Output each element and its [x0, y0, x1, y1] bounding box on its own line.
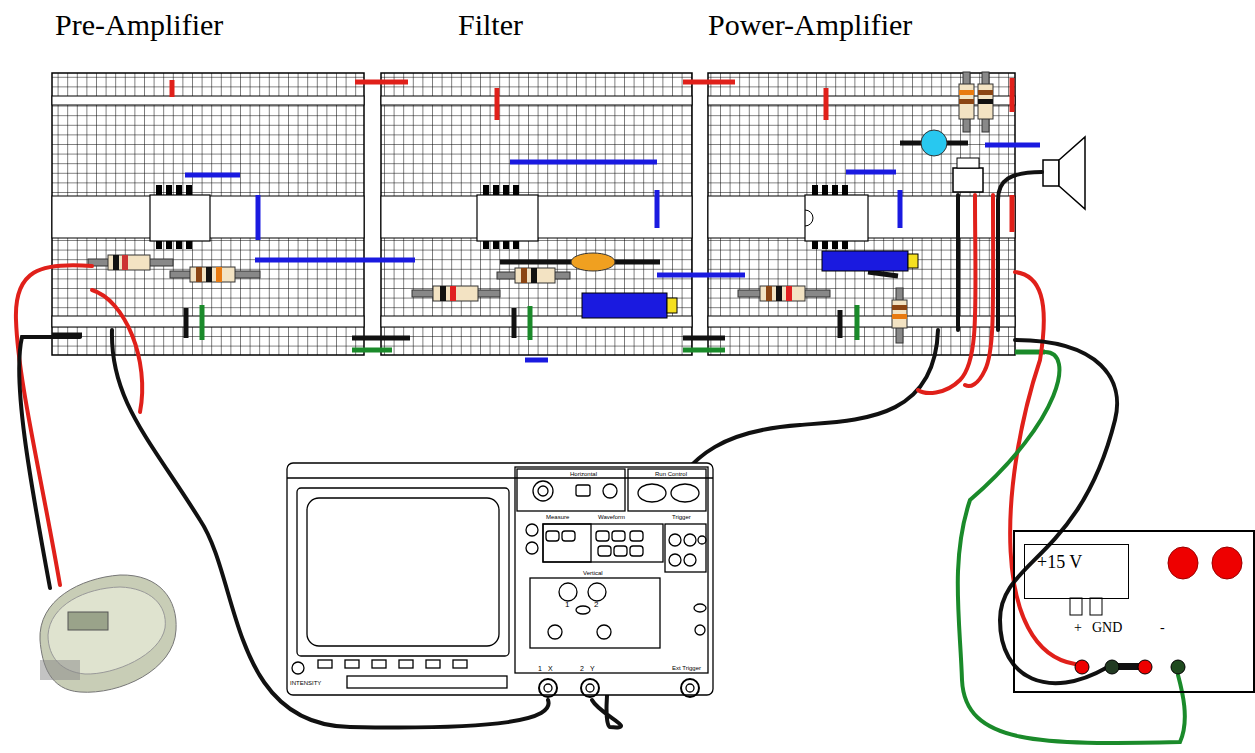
power-supply-panel: + GND - +15 V	[1013, 530, 1255, 693]
panel-label: X	[548, 665, 553, 673]
cable	[16, 172, 1185, 743]
panel-label: 2	[594, 601, 598, 610]
panel-label: Ext Trigger	[672, 665, 701, 672]
power-supply	[1070, 547, 1242, 674]
panel-label: Waveform	[598, 514, 625, 521]
jumper-wire	[52, 78, 1045, 360]
terminal-label: GND	[1092, 620, 1122, 635]
panel-label: Horizontal	[570, 471, 597, 478]
resistor-symbol	[88, 72, 993, 343]
panel-label: 2	[580, 665, 584, 673]
breadboard	[52, 73, 1015, 355]
section-title: Pre-Amplifier	[55, 8, 223, 41]
oscilloscope	[287, 463, 713, 697]
capacitor-symbol	[571, 130, 983, 318]
panel-label: Vertical	[583, 570, 603, 577]
panel-label: Measure	[546, 514, 569, 521]
voltage-display: +15 V	[1024, 544, 1129, 599]
ic-chip	[150, 185, 868, 249]
panel-label: Run Control	[655, 471, 687, 478]
panel-label: INTENSITY	[290, 680, 321, 687]
panel-label: 1	[565, 601, 569, 610]
panel-label: Trigger	[672, 514, 691, 521]
panel-label: Y	[590, 665, 595, 673]
terminal-label: +	[1074, 620, 1082, 635]
speaker-symbol	[1043, 137, 1085, 209]
cd-player	[40, 575, 176, 692]
display-reading: +15 V	[1037, 553, 1082, 573]
terminal-label: -	[1160, 620, 1165, 635]
section-title: Filter	[458, 8, 523, 41]
panel-label: 1	[538, 665, 542, 673]
section-title: Power-Amplifier	[708, 8, 912, 41]
